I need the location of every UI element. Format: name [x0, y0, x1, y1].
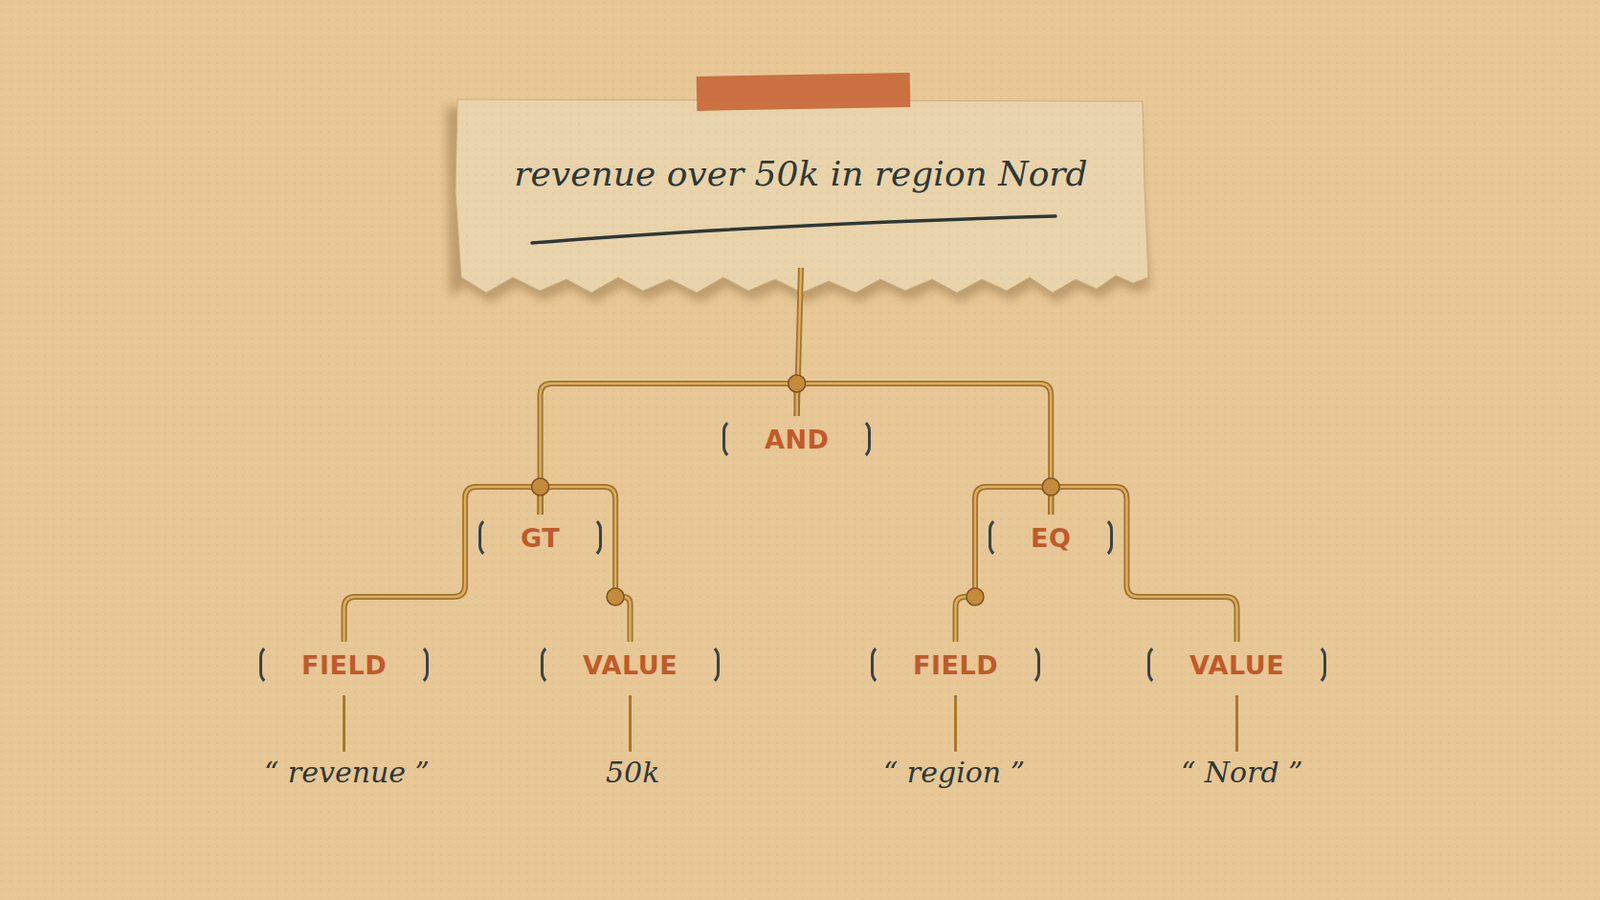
brass-wire [955, 487, 1052, 643]
literal-value: “ Nord ” [1180, 755, 1304, 790]
leaf-wire [954, 695, 957, 753]
query-text: revenue over 50k in region Nord [513, 154, 1088, 194]
query-note: revenue over 50k in region Nord [457, 99, 1145, 282]
operator-label: VALUE [582, 650, 678, 681]
brass-wire [540, 383, 798, 515]
wire-highlight [540, 487, 631, 643]
leaf-wire [342, 695, 346, 753]
literal-value: 50k [605, 755, 660, 790]
expression-node: FIELD [870, 642, 1041, 689]
masking-tape [696, 72, 912, 112]
operator-label: GT [520, 523, 560, 554]
junction-dot [1042, 478, 1060, 496]
leaf-wire [628, 695, 632, 753]
expression-node: VALUE [540, 642, 720, 689]
junction-dot [788, 375, 806, 393]
wire-highlight [344, 487, 541, 643]
expression-node: FIELD [259, 642, 429, 689]
literal-value: “ revenue ” [264, 755, 430, 790]
junction-dot [532, 478, 550, 496]
brass-wire [1050, 487, 1237, 643]
torn-note-paper [455, 99, 1149, 293]
brass-wire [540, 487, 631, 643]
brass-wire [344, 487, 541, 643]
note-texture [457, 99, 1145, 282]
brass-wire [797, 383, 1052, 515]
operator-label: EQ [1030, 523, 1071, 554]
operator-label: FIELD [912, 650, 999, 681]
junction-dot [966, 588, 984, 606]
operator-label: AND [764, 424, 829, 455]
underline [532, 216, 1056, 244]
operator-label: FIELD [301, 650, 387, 681]
leaf-wire [1235, 695, 1239, 753]
wire-highlight [1050, 487, 1237, 643]
expression-node: AND [722, 416, 871, 463]
expression-node: VALUE [1147, 642, 1327, 689]
expression-node: GT [478, 514, 602, 561]
wire-highlight [955, 487, 1052, 643]
literal-value: “ region ” [883, 755, 1025, 790]
expression-node: EQ [988, 514, 1113, 561]
junction-dot [606, 588, 624, 606]
wire-highlight [540, 383, 798, 515]
wire-highlight [797, 383, 1052, 515]
operator-label: VALUE [1189, 650, 1285, 681]
